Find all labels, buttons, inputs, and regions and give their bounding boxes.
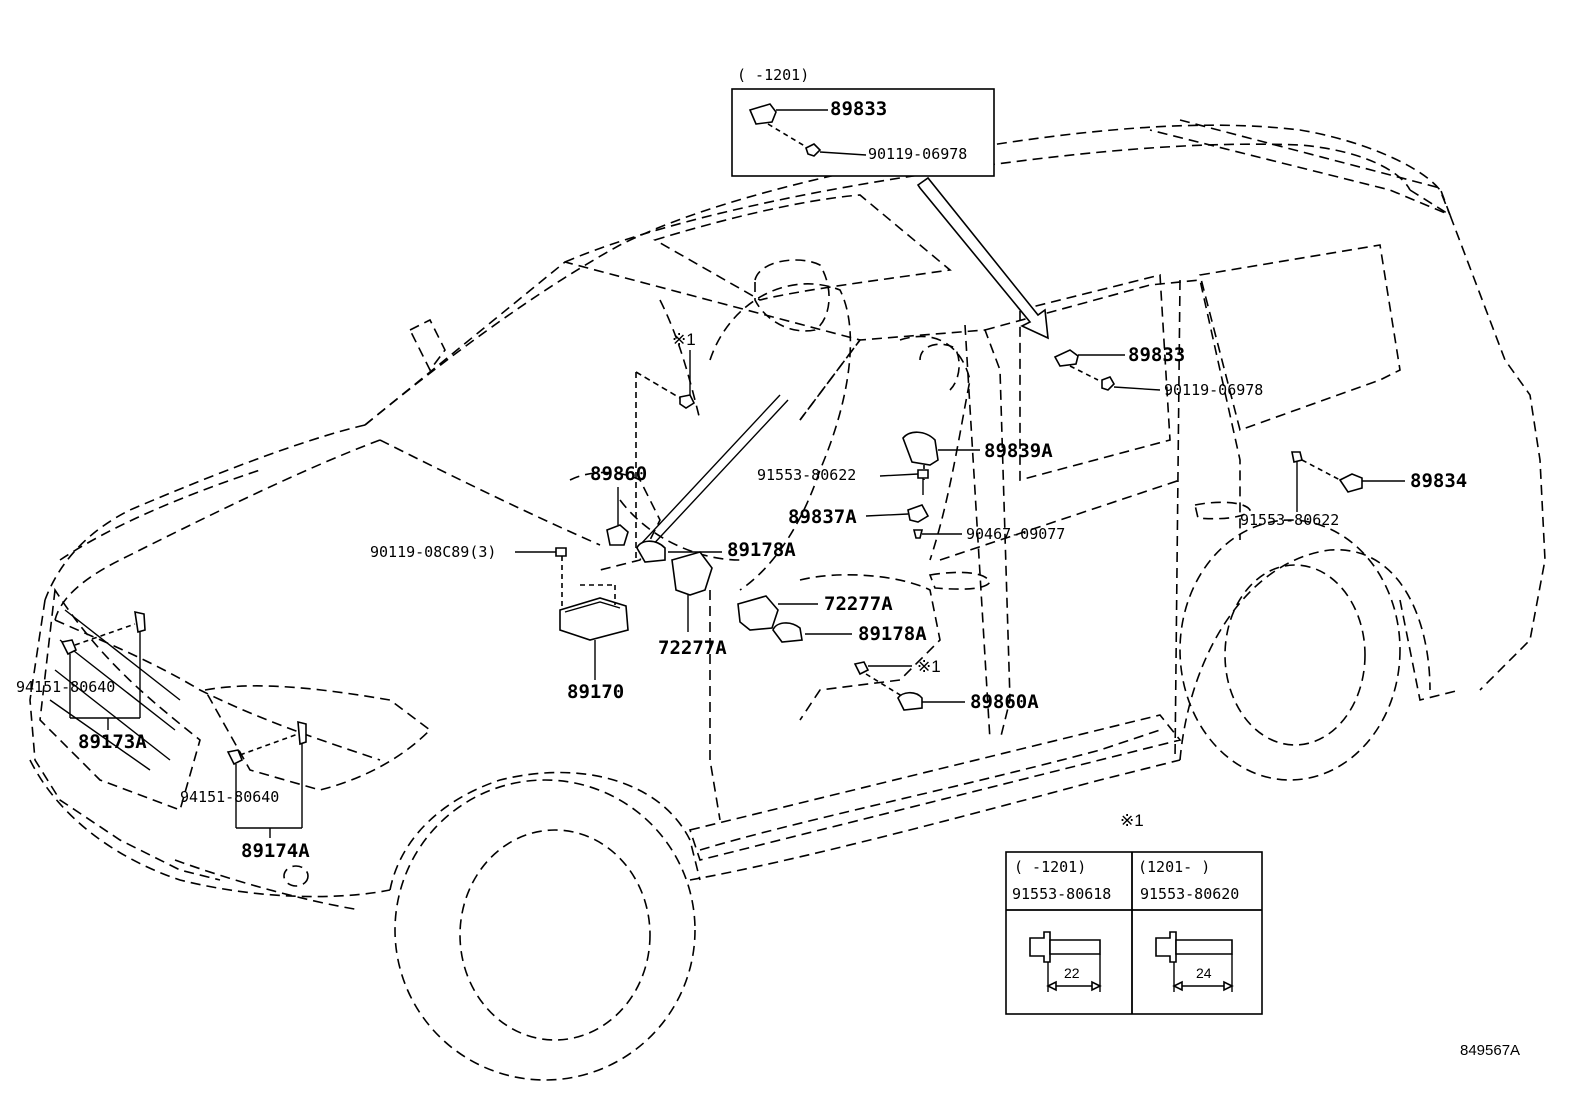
- part-89178A-upper-label[interactable]: 89178A: [727, 539, 796, 561]
- inset-box-roof-sensor: [731, 88, 995, 177]
- note-table-col1-part[interactable]: 91553-80618: [1012, 885, 1112, 903]
- part-89833-label[interactable]: 89833: [1128, 344, 1186, 366]
- part-94151-80640-b-label[interactable]: 94151-80640: [180, 788, 280, 806]
- note-table-mark: ※1: [1120, 811, 1144, 830]
- note-table-col2-range: (1201- ): [1138, 858, 1211, 876]
- part-89173A-label[interactable]: 89173A: [78, 731, 147, 753]
- part-90467-09077-label[interactable]: 90467-09077: [966, 525, 1066, 543]
- note-table-col1-range: ( -1201): [1014, 858, 1087, 876]
- note-table-col1-length: 22: [1064, 965, 1080, 981]
- part-90119-08C89-label[interactable]: 90119-08C89(3): [370, 543, 497, 561]
- note-mark-mid: ※1: [917, 657, 941, 676]
- part-72277A-upper-label[interactable]: 72277A: [824, 593, 893, 615]
- inset-range-label: ( -1201): [737, 66, 810, 84]
- part-89839A-label[interactable]: 89839A: [984, 440, 1053, 462]
- note-table: [1005, 851, 1263, 1015]
- inset-pointer-arrow: [916, 176, 1049, 340]
- part-72277A-lower-label[interactable]: 72277A: [658, 637, 727, 659]
- part-89860A-label[interactable]: 89860A: [970, 691, 1039, 713]
- note-table-col2-length: 24: [1196, 965, 1212, 981]
- vehicle-outline: [29, 119, 1546, 1081]
- part-89174A-label[interactable]: 89174A: [241, 840, 310, 862]
- note-mark-top: ※1: [672, 330, 696, 349]
- part-89834-label[interactable]: 89834: [1410, 470, 1468, 492]
- part-89170-label[interactable]: 89170: [567, 681, 625, 703]
- part-91553-80622-right-label[interactable]: 91553-80622: [1240, 511, 1340, 529]
- part-89837A-label[interactable]: 89837A: [788, 506, 857, 528]
- part-glyphs: [60, 349, 1405, 838]
- part-89860-label[interactable]: 89860: [590, 463, 648, 485]
- part-91553-80622-mid-label[interactable]: 91553-80622: [757, 466, 857, 484]
- diagram-reference-code: 849567A: [1460, 1042, 1521, 1059]
- part-90119-06978-label[interactable]: 90119-06978: [1164, 381, 1264, 399]
- part-94151-80640-a-label[interactable]: 94151-80640: [16, 678, 116, 696]
- inset-part-89833-label[interactable]: 89833: [830, 98, 888, 120]
- note-table-col2-part[interactable]: 91553-80620: [1140, 885, 1240, 903]
- inset-part-90119-06978-label[interactable]: 90119-06978: [868, 145, 968, 163]
- part-89178A-lower-label[interactable]: 89178A: [858, 623, 927, 645]
